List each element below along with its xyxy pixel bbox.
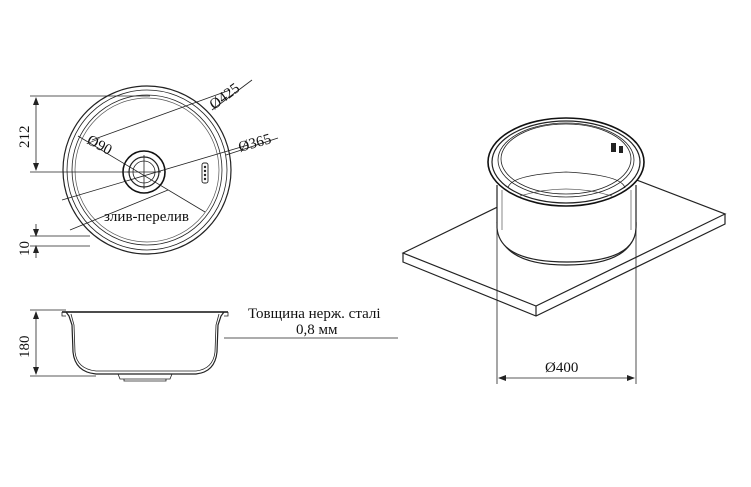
bowl-inner-circle (74, 97, 220, 243)
bowl-outer-circle (71, 94, 223, 246)
iso-rim-outer (487, 117, 645, 207)
thickness-note-line1: Товщина нерж. сталі (248, 306, 381, 322)
dim-bowl-diameter: Ø365 (237, 131, 273, 156)
dim-cutout-diameter: Ø400 (545, 360, 578, 376)
bowl-body (496, 185, 637, 263)
iso-overflow-slot-icon (611, 143, 623, 153)
top-view: Ø425 Ø365 Ø90 злив-перелив 212 10 (17, 79, 279, 258)
rim-outer-circle (62, 85, 232, 255)
dim-outer-diameter: Ø425 (207, 80, 243, 113)
overflow-label: злив-перелив (104, 209, 189, 225)
rim-inner-circle (66, 89, 228, 251)
iso-view: Ø400 (401, 117, 727, 384)
overflow-slot-icon (201, 162, 209, 184)
dim-height-total: 212 (17, 126, 33, 149)
dim-rim: 10 (17, 241, 33, 256)
thickness-note-line2: 0,8 мм (296, 322, 338, 338)
dim-depth: 180 (17, 336, 33, 359)
section-view: 180 Товщина нерж. сталі 0,8 мм (17, 306, 398, 382)
